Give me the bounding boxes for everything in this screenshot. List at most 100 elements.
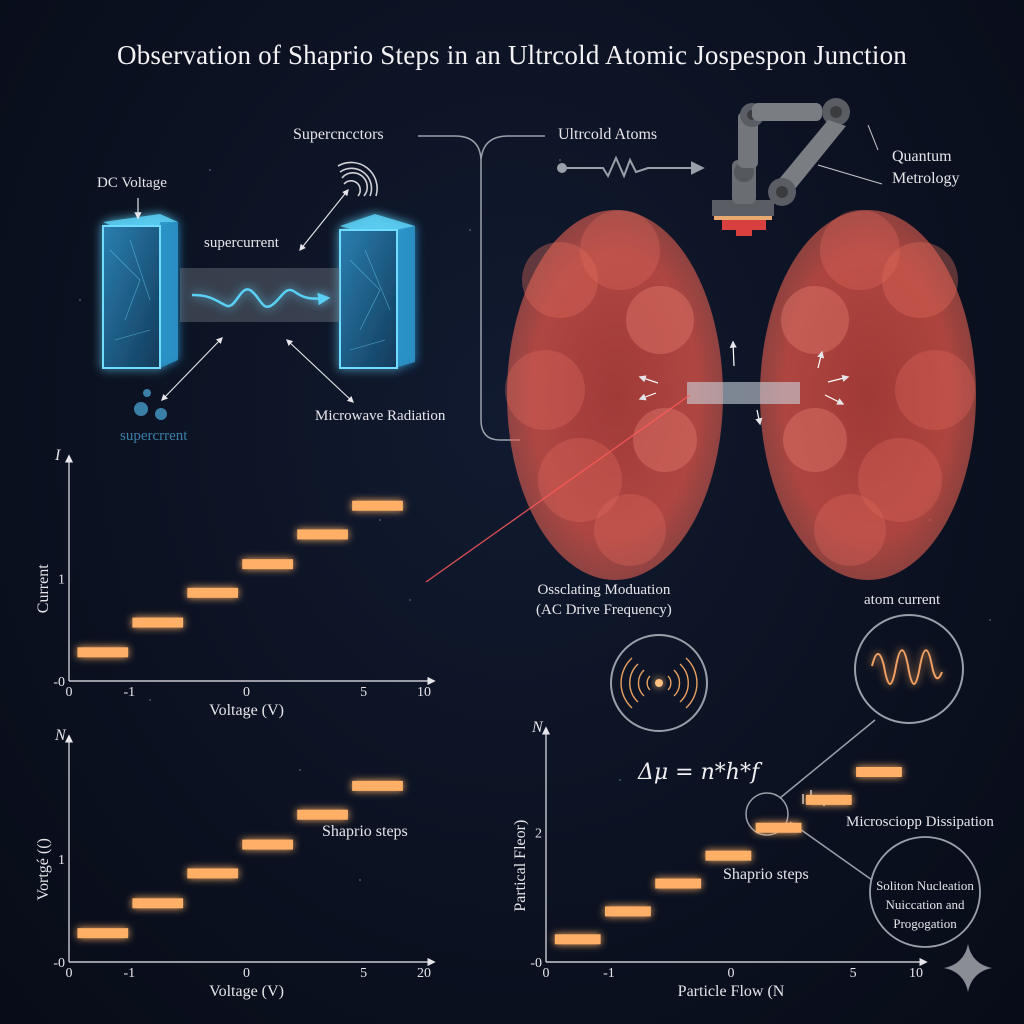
x-tick-label: 0	[728, 966, 735, 981]
robotic-arm-icon	[712, 98, 850, 236]
label-soliton: Soliton Nucleation Nuiccation and Progog…	[866, 876, 984, 933]
label-supercurrent-particles: supercrrent	[120, 428, 188, 444]
y-axis-label: Partical Fleor)	[512, 820, 529, 912]
shapiro-step-1	[77, 647, 129, 658]
label-quantum-metrology: Quantum Metrology	[892, 146, 960, 190]
supercurrent-wave-icon	[191, 288, 331, 308]
x-tick-label: 20	[417, 966, 431, 981]
shapiro-step-7	[856, 766, 902, 777]
x-tick-label: 0	[66, 966, 73, 981]
y-tick-label: 2	[535, 826, 542, 841]
label-microscopic-dissipation: Microsciopp Dissipation	[846, 814, 994, 830]
brace-connector	[418, 135, 545, 441]
microwave-radiation-arrow	[286, 339, 354, 403]
junction-barrier	[180, 268, 340, 322]
shapiro-step-1	[77, 928, 129, 939]
star-field	[79, 159, 991, 881]
formula-shapiro: Δμ = n*h*f	[638, 760, 760, 785]
y-tick-label: 1	[58, 853, 65, 868]
x-tick-label: 5	[360, 966, 367, 981]
shapiro-step-1	[554, 934, 601, 945]
label-dc-voltage: DC Voltage	[97, 175, 167, 191]
x-tick-label: -1	[603, 966, 615, 981]
shapiro-step-3	[187, 587, 239, 598]
y-tick-label: 1	[58, 573, 65, 588]
zoom-circle-small	[745, 792, 789, 836]
label-oscillating-modulation: Ossclating Moduation (AC Drive Frequency…	[536, 580, 672, 620]
x-axis-label: Voltage (V)	[209, 702, 284, 719]
atom-flow-arrows	[638, 340, 850, 426]
shapiro-step-4	[242, 559, 293, 570]
x-tick-label: -1	[124, 685, 136, 700]
atom-cloud-right	[760, 210, 976, 580]
label-soliton-line1: Soliton Nucleation	[876, 878, 974, 893]
label-supercurrent: supercurrent	[204, 235, 279, 251]
x-tick-label: 0	[543, 966, 550, 981]
label-metrology: Metrology	[892, 170, 960, 187]
sparkle-star-icon	[944, 944, 992, 992]
particle-dots-icon	[134, 389, 167, 420]
shapiro-step-5	[755, 822, 802, 833]
wifi-signal-icon	[337, 161, 378, 197]
zoom-connector-upper	[779, 719, 876, 799]
y-axis-symbol: I	[54, 447, 61, 464]
shapiro-step-4	[705, 850, 752, 861]
label-soliton-line2: Nuiccation and	[885, 897, 965, 912]
shapiro-step-3	[655, 878, 702, 889]
label-osc-line2: (AC Drive Frequency)	[536, 602, 672, 618]
shapiro-step-2	[132, 617, 184, 628]
label-ultracold-atoms: Ultrcold Atoms	[558, 126, 658, 143]
shapiro-step-5	[297, 529, 348, 540]
y-axis-label: Current	[35, 564, 52, 613]
page-title: Observation of Shaprio Steps in an Ultrc…	[117, 40, 907, 70]
resistor-wave-icon	[557, 155, 705, 179]
y-axis-label: Vortgé (()	[35, 838, 52, 900]
supercurrent-lower-arrow	[161, 337, 223, 401]
x-tick-label: 5	[850, 966, 857, 981]
y-tick-label: -0	[53, 675, 65, 690]
atom-cloud-left	[505, 210, 723, 580]
x-tick-label: 10	[417, 685, 431, 700]
label-microwave-radiation: Microwave Radiation	[315, 408, 446, 424]
soliton-zoom-circle	[869, 836, 981, 948]
x-tick-label: 0	[243, 966, 250, 981]
shapiro-steps-annotation: Shaprio steps	[322, 823, 408, 840]
x-axis-label: Voltage (V)	[209, 983, 284, 1000]
shapiro-step-6	[352, 780, 403, 791]
shapiro-step-5	[297, 809, 348, 820]
label-osc-line1: Ossclating Moduation	[537, 582, 671, 598]
shapiro-step-6	[352, 500, 403, 511]
y-tick-label: -0	[53, 956, 65, 971]
shapiro-step-2	[605, 906, 651, 917]
y-axis-symbol: N	[54, 727, 67, 744]
x-tick-label: -1	[124, 966, 136, 981]
quantum-metrology-leader-2	[817, 164, 883, 185]
laser-beam-diagonal	[425, 394, 691, 583]
shapiro-step-3	[187, 868, 239, 879]
x-tick-label: 0	[66, 685, 73, 700]
label-superconductors: Supercncctors	[293, 126, 384, 143]
label-quantum: Quantum	[892, 148, 952, 165]
quantum-metrology-leader-1	[867, 124, 879, 151]
sine-wave-icon	[854, 614, 964, 724]
y-axis-symbol: N	[531, 719, 544, 736]
supercurrent-arrow	[299, 188, 349, 252]
x-axis-label: Particle Flow (N	[678, 983, 785, 1000]
shapiro-step-6	[805, 794, 852, 805]
x-tick-label: 0	[243, 685, 250, 700]
x-tick-label: 5	[360, 685, 367, 700]
superconductor-block-left	[102, 214, 178, 369]
shapiro-step-2	[132, 898, 184, 909]
x-tick-label: 10	[909, 966, 923, 981]
shapiro-step-4	[242, 839, 293, 850]
shapiro-steps-annotation: Shaprio steps	[723, 866, 809, 883]
label-soliton-line3: Progogation	[893, 916, 957, 931]
label-atom-current: atom current	[864, 592, 941, 608]
radiating-source-icon	[610, 634, 708, 732]
zoom-connector-lower	[789, 821, 873, 881]
superconductor-block-right	[339, 214, 415, 369]
